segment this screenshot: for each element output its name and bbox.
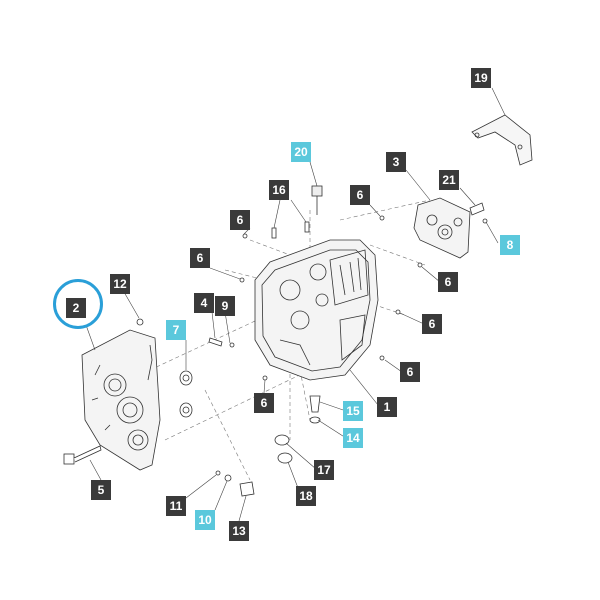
callout-17[interactable]: 17 (314, 460, 334, 480)
callout-16[interactable]: 16 (269, 180, 289, 200)
callout-20[interactable]: 20 (291, 142, 311, 162)
leader-lines (85, 87, 506, 522)
callout-12[interactable]: 12 (110, 274, 130, 294)
dowel-pin-part (469, 202, 485, 216)
bolt-5 (63, 445, 102, 465)
callout-15[interactable]: 15 (343, 401, 363, 421)
callout-6g[interactable]: 6 (254, 393, 274, 413)
side-cover-part (81, 329, 161, 471)
pins-4-9 (208, 337, 235, 348)
callout-3[interactable]: 3 (386, 152, 406, 172)
callout-7[interactable]: 7 (166, 320, 186, 340)
callout-10[interactable]: 10 (195, 510, 215, 530)
callout-21[interactable]: 21 (439, 170, 459, 190)
breather-part (311, 185, 323, 215)
plug-and-orings (274, 395, 321, 464)
callout-19[interactable]: 19 (471, 68, 491, 88)
callout-11[interactable]: 11 (166, 496, 186, 516)
callout-6a[interactable]: 6 (230, 210, 250, 230)
callout-6d[interactable]: 6 (438, 272, 458, 292)
callout-6f[interactable]: 6 (400, 362, 420, 382)
drain-plug-assembly (215, 470, 255, 497)
callout-6c[interactable]: 6 (350, 185, 370, 205)
callout-9[interactable]: 9 (215, 296, 235, 316)
callout-4[interactable]: 4 (194, 293, 214, 313)
oil-seals-7 (179, 370, 193, 418)
callout-1[interactable]: 1 (377, 397, 397, 417)
callout-18[interactable]: 18 (296, 486, 316, 506)
guard-cover-part (471, 114, 533, 166)
dowel-pins-16 (271, 221, 310, 239)
highlight-ring (53, 279, 103, 329)
callout-5[interactable]: 5 (91, 480, 111, 500)
callout-13[interactable]: 13 (229, 521, 249, 541)
callout-6b[interactable]: 6 (190, 248, 210, 268)
small-bolts (239, 215, 488, 381)
callout-14[interactable]: 14 (343, 428, 363, 448)
bolt-12 (136, 318, 144, 326)
callout-2[interactable]: 2 (66, 298, 86, 318)
callout-6e[interactable]: 6 (422, 314, 442, 334)
main-housing-part (254, 239, 379, 381)
rear-plate-part (413, 197, 471, 259)
assembly-axes (149, 199, 431, 481)
callout-8[interactable]: 8 (500, 235, 520, 255)
